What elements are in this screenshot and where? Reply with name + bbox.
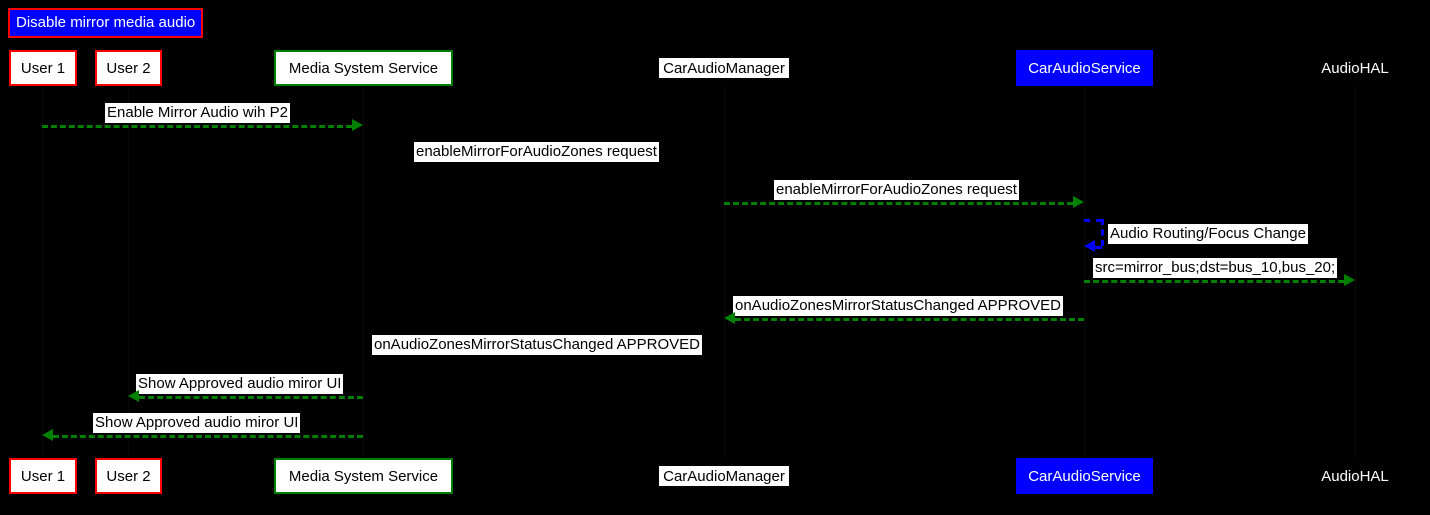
participant-user2-top[interactable]: User 2 <box>95 50 162 86</box>
message-label-show-approved-audio-miror-ui-user1: Show Approved audio miror UI <box>93 413 301 433</box>
diagram-title-box: Disable mirror media audio <box>8 8 204 38</box>
participant-media-system-service-top[interactable]: Media System Service <box>274 50 453 86</box>
participant-user2-bottom[interactable]: User 2 <box>95 458 162 494</box>
lifeline-audio-hal <box>1355 86 1356 458</box>
participant-car-audio-manager-bottom[interactable]: CarAudioManager <box>659 466 789 486</box>
participant-car-audio-manager-top[interactable]: CarAudioManager <box>659 58 789 78</box>
participant-audio-hal-top[interactable]: AudioHAL <box>1321 59 1389 77</box>
self-message-line-top-audio-routing-focus-change <box>1084 219 1102 222</box>
lifeline-media-system-service <box>363 86 364 458</box>
message-line-show-approved-audio-miror-ui-user1 <box>53 435 363 438</box>
lifeline-user1 <box>42 86 43 458</box>
participant-media-system-service-bottom[interactable]: Media System Service <box>274 458 453 494</box>
arrow-head-enable-mirror-audio <box>352 119 363 131</box>
arrow-head-src-dst-bus-routing <box>1344 274 1355 286</box>
message-label-audio-routing-focus-change: Audio Routing/Focus Change <box>1108 224 1308 244</box>
message-line-enable-mirror-for-audio-zones-request-2 <box>724 202 1073 205</box>
arrow-head-audio-routing-focus-change <box>1084 240 1095 252</box>
message-label-enable-mirror-for-audio-zones-request-2: enableMirrorForAudioZones request <box>774 180 1019 200</box>
message-label-on-audio-zones-mirror-status-changed-approved-2: onAudioZonesMirrorStatusChanged APPROVED <box>372 335 703 355</box>
message-label-show-approved-audio-miror-ui-user2: Show Approved audio miror UI <box>136 374 344 394</box>
participant-audio-hal-bottom[interactable]: AudioHAL <box>1321 467 1389 485</box>
message-line-enable-mirror-audio <box>42 125 352 128</box>
participant-user1-top[interactable]: User 1 <box>9 50 77 86</box>
message-label-on-audio-zones-mirror-status-changed-approved-1: onAudioZonesMirrorStatusChanged APPROVED <box>733 296 1064 316</box>
lifeline-car-audio-manager <box>724 86 725 458</box>
message-label-src-dst-bus-routing: src=mirror_bus;dst=bus_10,bus_20; <box>1093 258 1338 278</box>
self-message-line-right-audio-routing-focus-change <box>1101 219 1104 246</box>
message-label-enable-mirror-for-audio-zones-request-1: enableMirrorForAudioZones request <box>414 142 659 162</box>
message-line-show-approved-audio-miror-ui-user2 <box>139 396 363 399</box>
message-label-enable-mirror-audio: Enable Mirror Audio wih P2 <box>105 103 290 123</box>
message-line-on-audio-zones-mirror-status-changed-approved-1 <box>735 318 1084 321</box>
participant-car-audio-service-top[interactable]: CarAudioService <box>1016 50 1153 86</box>
message-line-src-dst-bus-routing <box>1084 280 1344 283</box>
participant-user1-bottom[interactable]: User 1 <box>9 458 77 494</box>
arrow-head-show-approved-audio-miror-ui-user1 <box>42 429 53 441</box>
lifeline-car-audio-service <box>1084 86 1085 458</box>
arrow-head-on-audio-zones-mirror-status-changed-approved-1 <box>724 312 735 324</box>
lifeline-user2 <box>128 86 129 458</box>
self-message-line-bottom-audio-routing-focus-change <box>1095 246 1102 249</box>
arrow-head-show-approved-audio-miror-ui-user2 <box>128 390 139 402</box>
participant-car-audio-service-bottom[interactable]: CarAudioService <box>1016 458 1153 494</box>
arrow-head-enable-mirror-for-audio-zones-request-2 <box>1073 196 1084 208</box>
